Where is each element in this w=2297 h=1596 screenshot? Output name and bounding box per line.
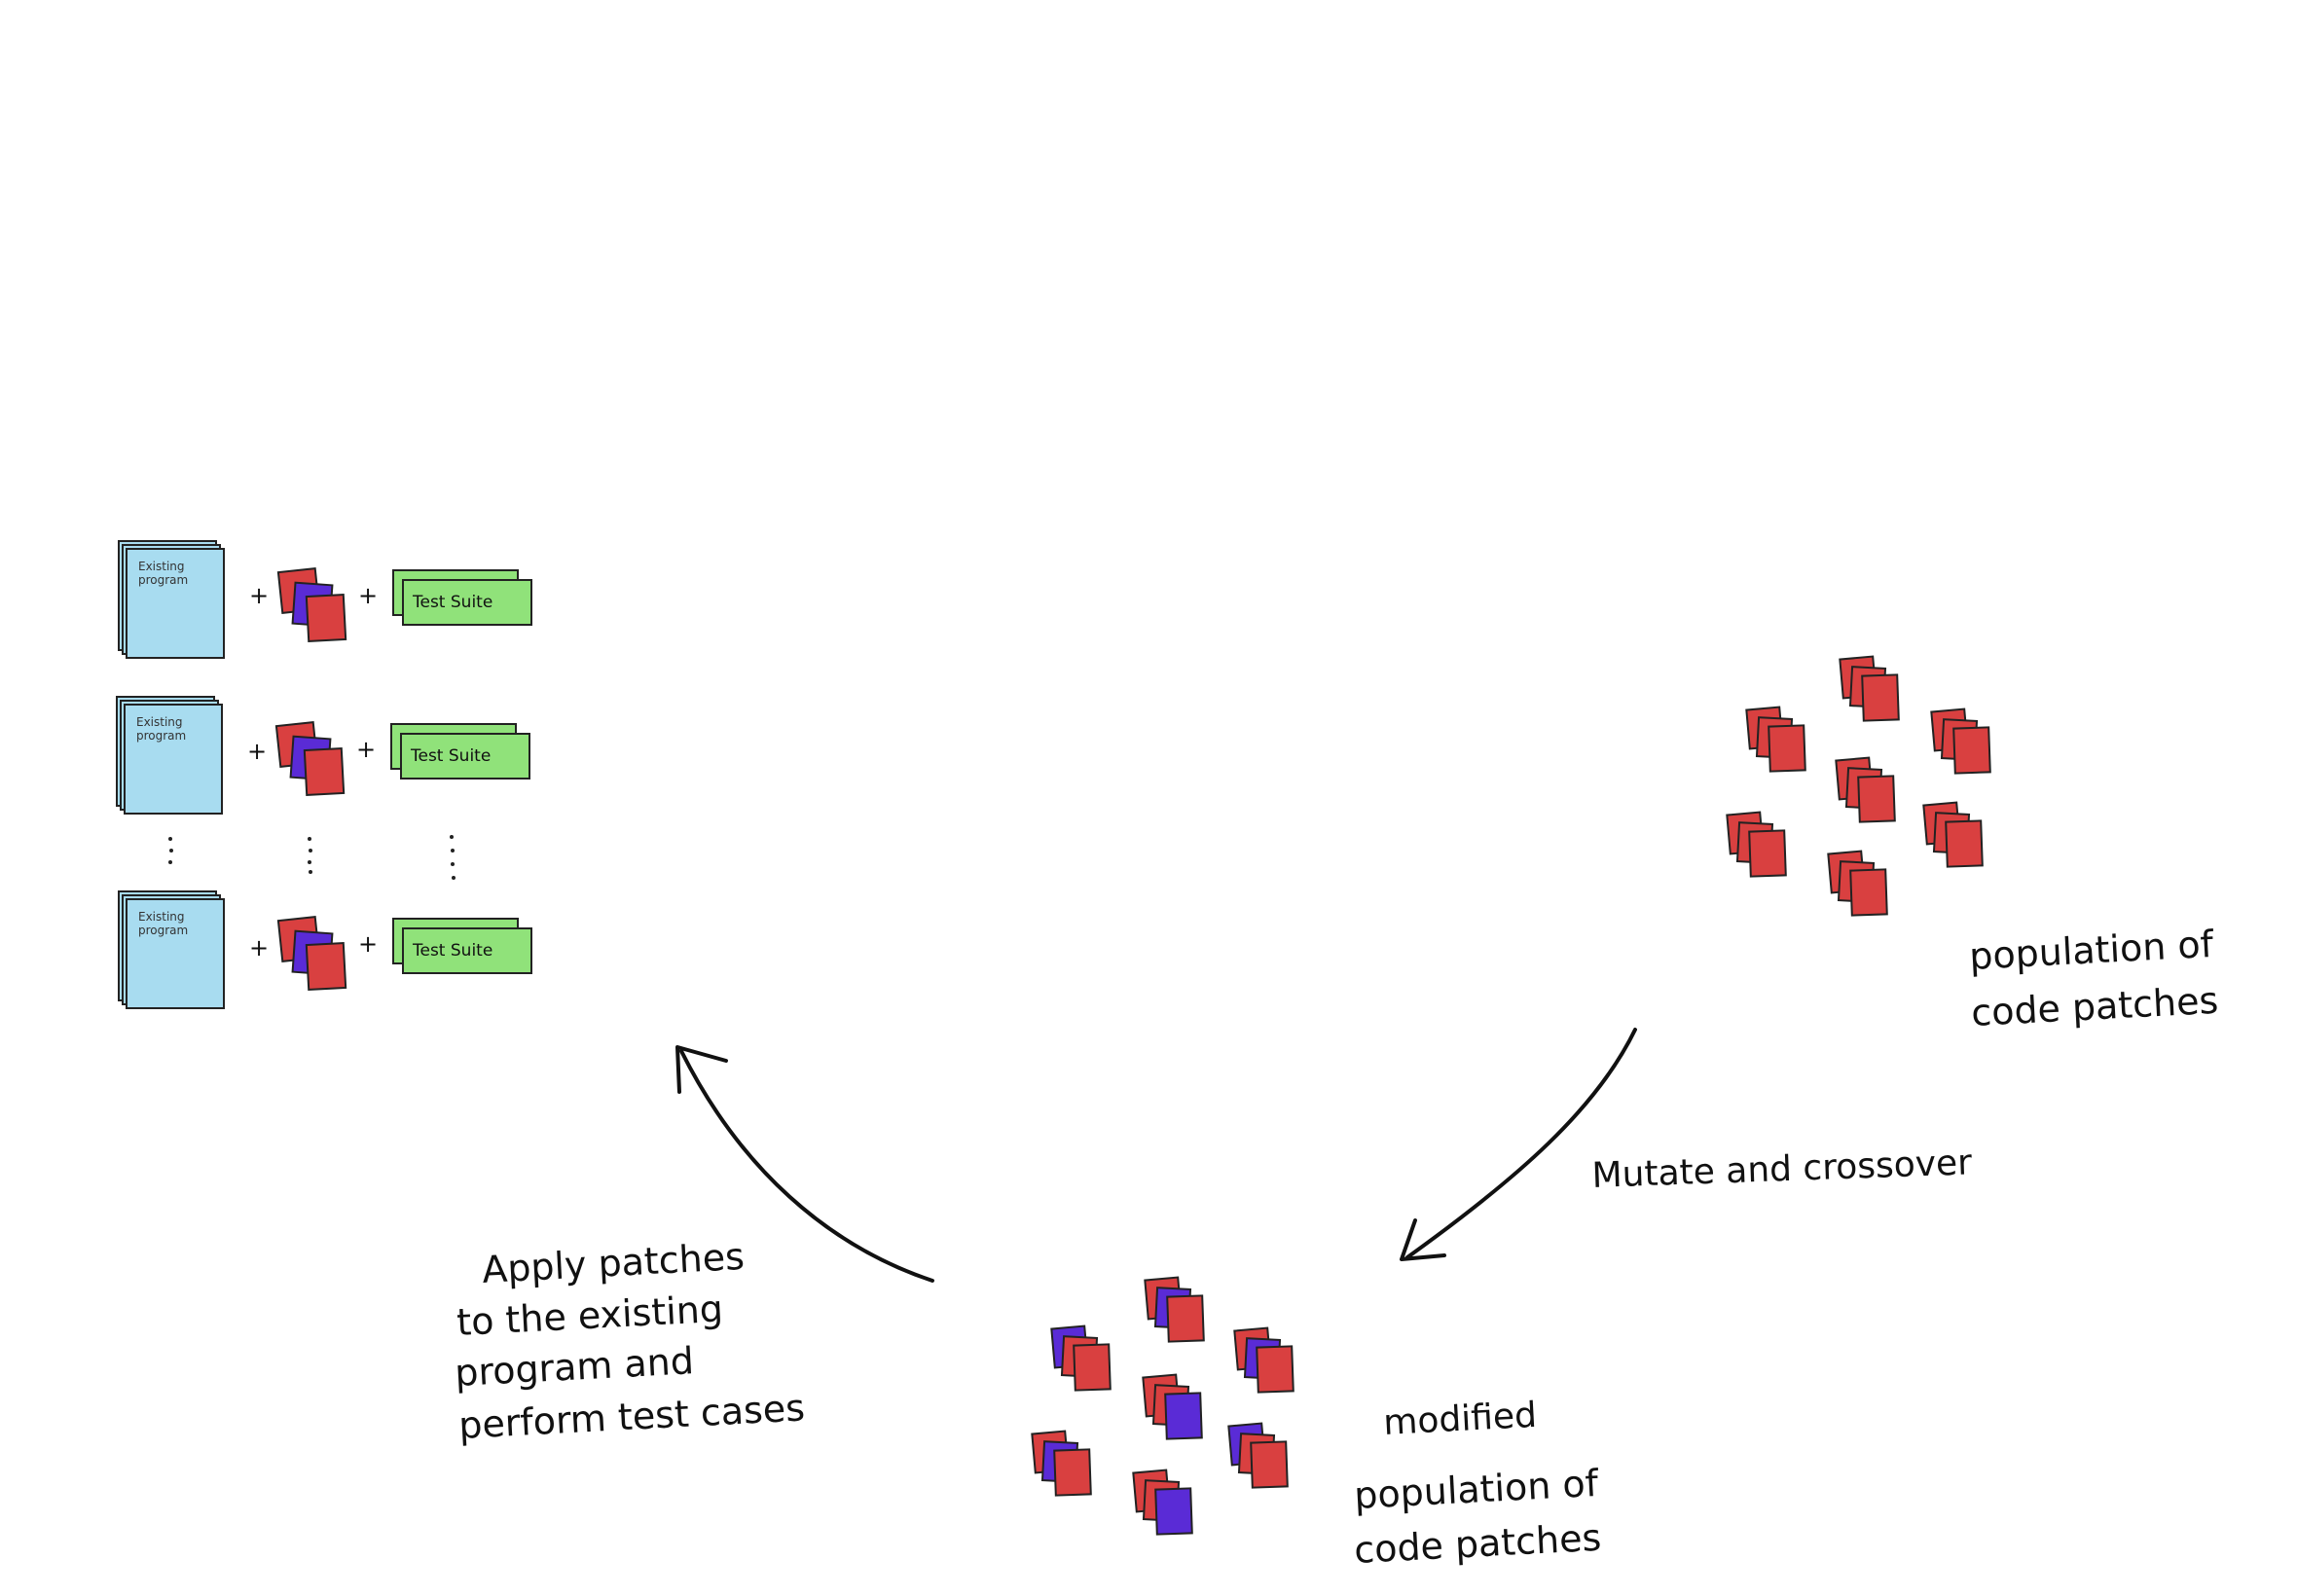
program-label: program <box>138 924 188 937</box>
program-label: program <box>136 729 186 743</box>
apply-label: to the existing <box>456 1288 724 1344</box>
patch-set <box>276 916 347 991</box>
apply-label: program and <box>454 1339 695 1395</box>
apply-label: perform test cases <box>457 1386 806 1447</box>
program-label: Existing <box>138 910 185 924</box>
program-label: Existing <box>138 560 185 573</box>
mutate-arrow <box>1400 1028 1637 1261</box>
test-suite-label: Test Suite <box>412 941 492 961</box>
plus-sign: + <box>249 934 269 961</box>
modified-label: code patches <box>1353 1516 1602 1572</box>
apply-arrow <box>675 1045 934 1283</box>
program-label: Existing <box>136 715 183 729</box>
modified-population-cluster <box>1031 1276 1294 1536</box>
population-label: code patches <box>1970 979 2219 1034</box>
existing-program-stack <box>116 696 223 815</box>
program-row-3: Existing program + + Test Suite <box>118 890 532 1009</box>
test-suite-label: Test Suite <box>412 593 492 612</box>
program-row-2: Existing program + + Test Suite <box>116 696 530 815</box>
test-suite-label: Test Suite <box>410 746 491 766</box>
plus-sign: + <box>358 582 378 609</box>
apply-label: Apply patches <box>481 1235 746 1291</box>
program-label: program <box>138 573 188 587</box>
plus-sign: + <box>358 930 378 958</box>
population-label: population of <box>1968 923 2215 978</box>
plus-sign: + <box>356 736 376 763</box>
modified-label: population of <box>1353 1462 1600 1517</box>
ellipsis-dots <box>168 835 456 880</box>
program-row-1: Existing program + + Test Suite <box>118 540 532 659</box>
population-cluster <box>1726 655 1991 917</box>
modified-label: modified <box>1382 1396 1538 1443</box>
patch-set <box>276 567 347 642</box>
plus-sign: + <box>247 738 267 765</box>
plus-sign: + <box>249 582 269 609</box>
patch-set <box>274 721 346 796</box>
existing-program-stack <box>118 540 225 659</box>
mutate-label: Mutate and crossover <box>1591 1143 1973 1196</box>
existing-program-stack <box>118 890 225 1009</box>
